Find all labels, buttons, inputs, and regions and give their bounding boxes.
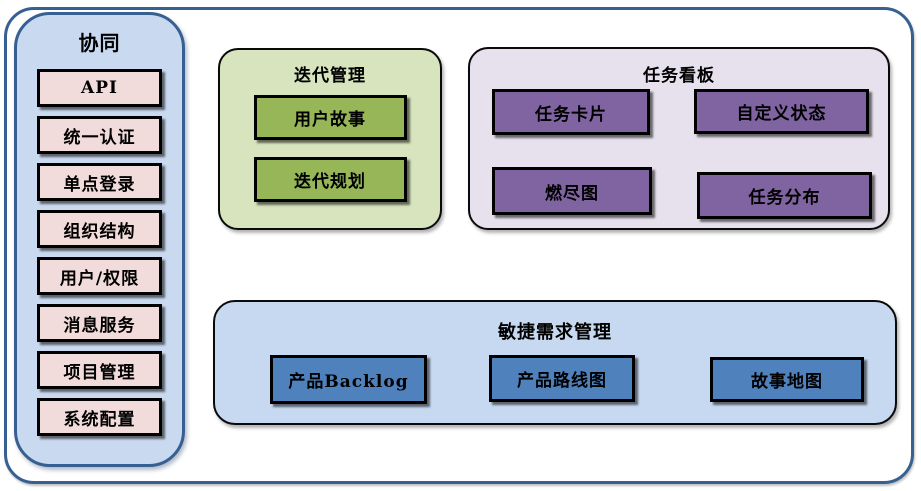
item-story-map: 故事地图: [710, 357, 864, 402]
sidebar-item-sso: 单点登录: [37, 163, 162, 201]
item-task-distribution: 任务分布: [697, 172, 872, 219]
task-board-panel: 任务看板 任务卡片 自定义状态 燃尽图 任务分布: [468, 47, 890, 230]
sidebar-item-api: API: [37, 69, 162, 107]
item-task-card: 任务卡片: [492, 89, 650, 135]
item-burndown-chart: 燃尽图: [492, 167, 652, 215]
item-custom-status: 自定义状态: [694, 89, 869, 134]
sidebar-item-project-management: 项目管理: [37, 351, 162, 389]
sidebar-item-unified-auth: 统一认证: [37, 116, 162, 154]
item-product-roadmap: 产品路线图: [489, 355, 635, 402]
agile-requirements-panel-title: 敏捷需求管理: [498, 322, 612, 343]
collaboration-item-list: API 统一认证 单点登录 组织结构 用户/权限 消息服务 项目管理 系统配置: [37, 69, 162, 436]
collaboration-panel: 协同 API 统一认证 单点登录 组织结构 用户/权限 消息服务 项目管理 系统…: [14, 12, 185, 467]
agile-requirements-panel: 敏捷需求管理 产品Backlog 产品路线图 故事地图: [213, 300, 897, 425]
iteration-management-panel: 迭代管理 用户故事 迭代规划: [218, 48, 442, 230]
item-product-backlog: 产品Backlog: [270, 355, 427, 404]
iteration-panel-title: 迭代管理: [294, 66, 366, 86]
sidebar-item-org-structure: 组织结构: [37, 210, 162, 248]
sidebar-item-system-config: 系统配置: [37, 398, 162, 436]
collaboration-panel-title: 协同: [78, 31, 121, 55]
item-iteration-planning: 迭代规划: [253, 157, 407, 202]
sidebar-item-message-service: 消息服务: [37, 304, 162, 342]
iteration-item-list: 用户故事 迭代规划: [253, 95, 407, 202]
item-user-story: 用户故事: [253, 95, 407, 140]
sidebar-item-user-permissions: 用户/权限: [37, 257, 162, 295]
task-board-panel-title: 任务看板: [643, 66, 715, 86]
